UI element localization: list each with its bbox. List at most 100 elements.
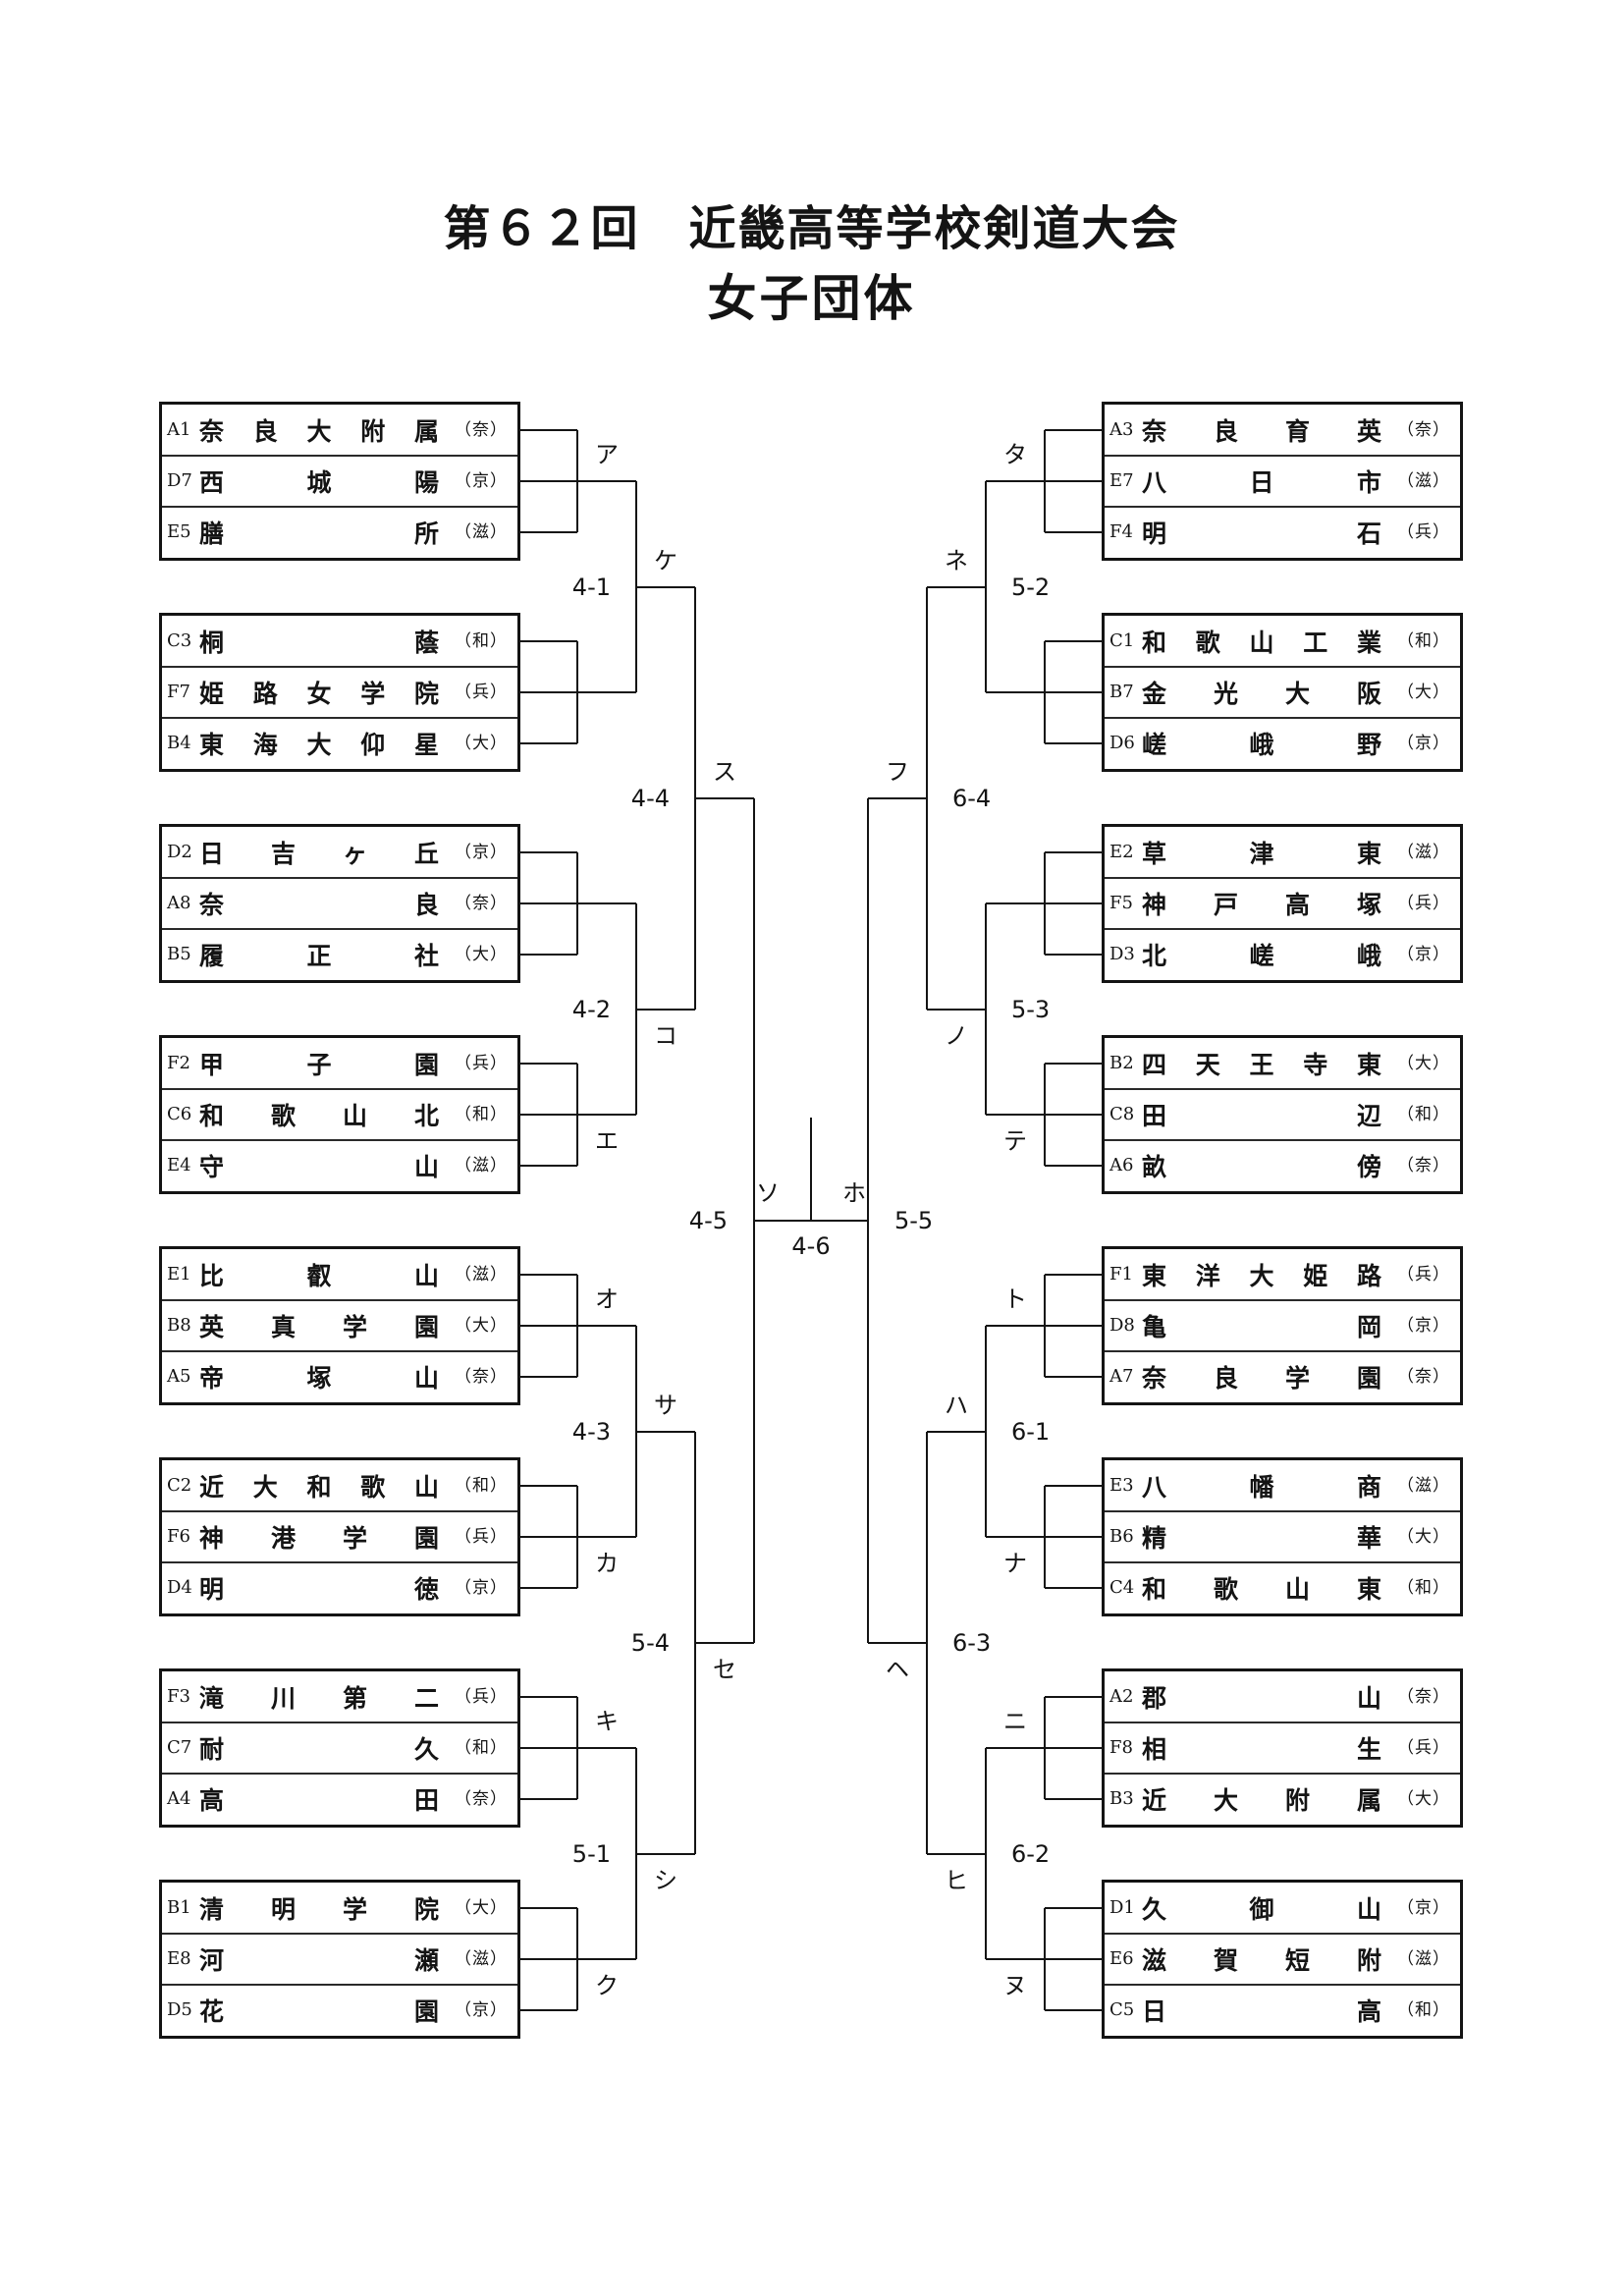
team-name-char: 帝 bbox=[199, 1364, 225, 1393]
team-name-char: 大 bbox=[306, 731, 332, 759]
team-name-char: 四 bbox=[1142, 1051, 1167, 1079]
team-prefecture: （奈） bbox=[1397, 420, 1450, 440]
team-name-char: 園 bbox=[413, 1313, 439, 1341]
team-name-char: 学 bbox=[360, 680, 386, 708]
match-label: フ bbox=[886, 758, 909, 786]
team-name: 和歌山工業 bbox=[1142, 616, 1381, 667]
team-name-char: 属 bbox=[413, 417, 439, 446]
team-code: A7 bbox=[1109, 1366, 1134, 1387]
match-label: ケ bbox=[654, 547, 677, 574]
match-number: 4-2 bbox=[571, 996, 611, 1023]
team-name-char: 久 bbox=[1142, 1895, 1167, 1924]
team-name-char: 寺 bbox=[1303, 1051, 1328, 1079]
team-name: 東海大仰星 bbox=[199, 718, 439, 769]
team-code: F6 bbox=[167, 1526, 190, 1547]
team-prefecture: （兵） bbox=[455, 1687, 508, 1707]
group-match-label: ア bbox=[595, 441, 619, 468]
team-name-char: 路 bbox=[1356, 1262, 1381, 1290]
team-name-char: 東 bbox=[199, 731, 225, 759]
team-code: B2 bbox=[1109, 1053, 1134, 1073]
team-name: 神戸高塚 bbox=[1142, 878, 1381, 929]
team-name-char: 和 bbox=[1142, 629, 1167, 657]
group-match-label: ナ bbox=[1003, 1550, 1027, 1577]
team-name: 甲子園 bbox=[199, 1038, 439, 1089]
team-name: 明徳 bbox=[199, 1562, 439, 1613]
team-name-char: 東 bbox=[1356, 1575, 1381, 1604]
team-name-char: 英 bbox=[1356, 417, 1381, 446]
team-name-char: 華 bbox=[1356, 1524, 1381, 1553]
team-name: 明石 bbox=[1142, 507, 1381, 558]
team-name-char: 附 bbox=[1356, 1946, 1381, 1975]
team-name-char: 日 bbox=[199, 840, 225, 868]
team-name: 畝傍 bbox=[1142, 1140, 1381, 1191]
final-match-number: 4-6 bbox=[791, 1232, 831, 1260]
team-name-char: 野 bbox=[1356, 731, 1381, 759]
team-name: 日吉ヶ丘 bbox=[199, 827, 439, 878]
team-code: C3 bbox=[167, 630, 192, 651]
team-name-char: 仰 bbox=[360, 731, 386, 759]
team-name-char: 甲 bbox=[199, 1051, 225, 1079]
match-label: サ bbox=[654, 1392, 677, 1419]
team-name-char: 院 bbox=[413, 1895, 439, 1924]
team-code: F1 bbox=[1109, 1264, 1133, 1285]
team-name: 奈良学園 bbox=[1142, 1351, 1381, 1402]
team-name-char: 日 bbox=[1249, 468, 1274, 497]
team-code: C4 bbox=[1109, 1577, 1135, 1598]
team-code: D2 bbox=[167, 842, 192, 862]
match-number: 5-1 bbox=[571, 1840, 611, 1868]
team-name-char: 奈 bbox=[199, 417, 225, 446]
team-name-char: 神 bbox=[1142, 891, 1167, 919]
team-code: C2 bbox=[167, 1475, 192, 1496]
team-prefecture: （兵） bbox=[455, 1054, 508, 1073]
team-name-char: 附 bbox=[360, 417, 386, 446]
team-name: 草津東 bbox=[1142, 827, 1381, 878]
team-name-char: 叡 bbox=[306, 1262, 332, 1290]
team-prefecture: （京） bbox=[455, 1578, 508, 1598]
team-name: 亀岡 bbox=[1142, 1300, 1381, 1351]
team-prefecture: （大） bbox=[1397, 1789, 1450, 1809]
team-name: 和歌山北 bbox=[199, 1089, 439, 1140]
team-name-char: 星 bbox=[413, 731, 439, 759]
team-name-char: 金 bbox=[1142, 680, 1167, 708]
team-code: E8 bbox=[167, 1948, 191, 1969]
team-name-char: 丘 bbox=[413, 840, 439, 868]
semifinal-match-number: 4-5 bbox=[688, 1207, 728, 1234]
team-name-char: 学 bbox=[1284, 1364, 1310, 1393]
team-name-char: 園 bbox=[413, 1524, 439, 1553]
team-name-char: 東 bbox=[1356, 840, 1381, 868]
team-name: 日高 bbox=[1142, 1985, 1381, 2036]
team-name-char: 明 bbox=[1142, 519, 1167, 548]
team-prefecture: （滋） bbox=[1397, 1949, 1450, 1969]
team-name-char: 滋 bbox=[1142, 1946, 1167, 1975]
team-name-char: 嵯 bbox=[1142, 731, 1167, 759]
team-prefecture: （和） bbox=[1397, 631, 1450, 651]
team-prefecture: （兵） bbox=[1397, 894, 1450, 913]
team-name-char: 膳 bbox=[199, 519, 225, 548]
team-prefecture: （滋） bbox=[1397, 471, 1450, 491]
team-name-char: 蔭 bbox=[413, 629, 439, 657]
team-name: 河瀬 bbox=[199, 1934, 439, 1985]
team-name: 精華 bbox=[1142, 1511, 1381, 1562]
team-name-char: 路 bbox=[252, 680, 278, 708]
team-prefecture: （京） bbox=[1397, 1898, 1450, 1918]
team-prefecture: （大） bbox=[1397, 1527, 1450, 1547]
team-name-char: 山 bbox=[1356, 1895, 1381, 1924]
team-name-char: 瀬 bbox=[413, 1946, 439, 1975]
match-label: ス bbox=[713, 758, 736, 786]
team-code: F5 bbox=[1109, 893, 1133, 913]
